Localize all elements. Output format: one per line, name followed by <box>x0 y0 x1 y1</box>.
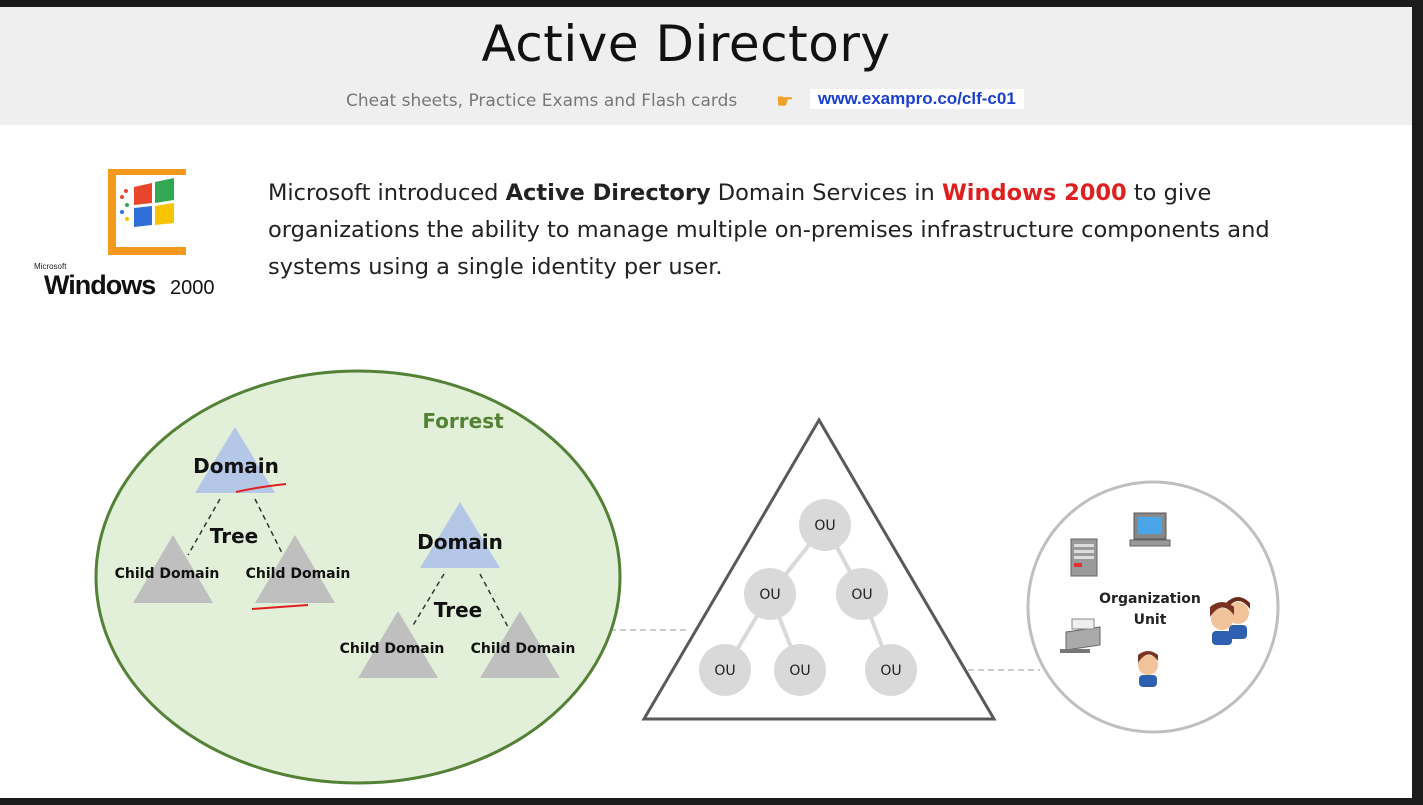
intro-text-2: Domain Services in <box>710 180 942 206</box>
ou-node-label: OU <box>759 587 780 603</box>
server-icon <box>1070 538 1098 577</box>
ou-node: OU <box>744 568 796 620</box>
org-unit-label-line1: Organization <box>1099 591 1201 607</box>
intro-red-windows-2000: Windows 2000 <box>941 180 1127 206</box>
tree1-child-right-triangle <box>255 535 335 603</box>
tree2-tree-label: Tree <box>434 598 482 622</box>
tree1-link-left <box>187 498 221 556</box>
ou-node-label: OU <box>814 518 835 534</box>
tree2-child-right-triangle <box>480 611 560 678</box>
printer-icon <box>1060 618 1101 653</box>
forest-label: Forrest <box>422 409 504 433</box>
tree2-link-right <box>479 573 509 628</box>
ou-node: OU <box>865 644 917 696</box>
logo-windows-text: Windows <box>44 270 155 300</box>
tree2-child-left-label: Child Domain <box>340 641 445 657</box>
tree1-link-right <box>254 498 283 554</box>
ou-node-label: OU <box>789 663 810 679</box>
header-band: Active Directory Cheat sheets, Practice … <box>0 7 1412 125</box>
tree1-tree-label: Tree <box>210 524 258 548</box>
tree2-domain-label: Domain <box>417 530 503 554</box>
org-unit-label-line2: Unit <box>1134 612 1167 628</box>
tree1-domain-label: Domain <box>193 454 279 478</box>
user-icon <box>1138 651 1158 687</box>
tree2-child-right-label: Child Domain <box>471 641 576 657</box>
monitor-icon <box>1129 512 1171 547</box>
ou-node: OU <box>799 499 851 551</box>
page-title: Active Directory <box>481 15 891 73</box>
intro-text-3: to give organizations the ability to man… <box>268 180 1270 280</box>
tree1-domain-triangle <box>195 427 275 493</box>
slide: Active Directory Cheat sheets, Practice … <box>0 7 1412 798</box>
subtitle: Cheat sheets, Practice Exams and Flash c… <box>346 91 738 111</box>
tree2-link-left <box>411 573 445 628</box>
tree1-child-left-label: Child Domain <box>115 566 220 582</box>
tree2-child-left-triangle <box>358 611 438 678</box>
active-directory-diagram: Forrest Domain Tree Child Domain Child D… <box>94 369 1280 785</box>
intro-text-1: Microsoft introduced <box>268 180 506 206</box>
intro-paragraph: Microsoft introduced Active Directory Do… <box>268 175 1308 286</box>
users-icon <box>1210 597 1250 645</box>
ou-hierarchy-triangle <box>641 417 997 721</box>
tree1-child-left-triangle <box>133 535 213 603</box>
windows-flag-icon <box>120 178 174 227</box>
ou-node: OU <box>699 644 751 696</box>
logo-version-text: 2000 <box>170 277 215 299</box>
tree2-domain-triangle <box>420 502 500 568</box>
ou-node-label: OU <box>714 663 735 679</box>
windows-2000-logo: Microsoft Windows 2000 <box>34 169 215 300</box>
ou-node-label: OU <box>851 587 872 603</box>
ou-node: OU <box>774 644 826 696</box>
logo-microsoft-text: Microsoft <box>34 262 67 271</box>
ou-node: OU <box>836 568 888 620</box>
url-link[interactable]: www.exampro.co/clf-c01 <box>810 89 1024 109</box>
tree1-red-underline-2 <box>251 604 309 610</box>
intro-bold-active-directory: Active Directory <box>505 180 711 206</box>
tree1-red-underline <box>235 483 287 493</box>
tree1-child-right-label: Child Domain <box>246 566 351 582</box>
ou-node-label: OU <box>880 663 901 679</box>
pointing-hand-icon: ☛ <box>776 89 794 113</box>
